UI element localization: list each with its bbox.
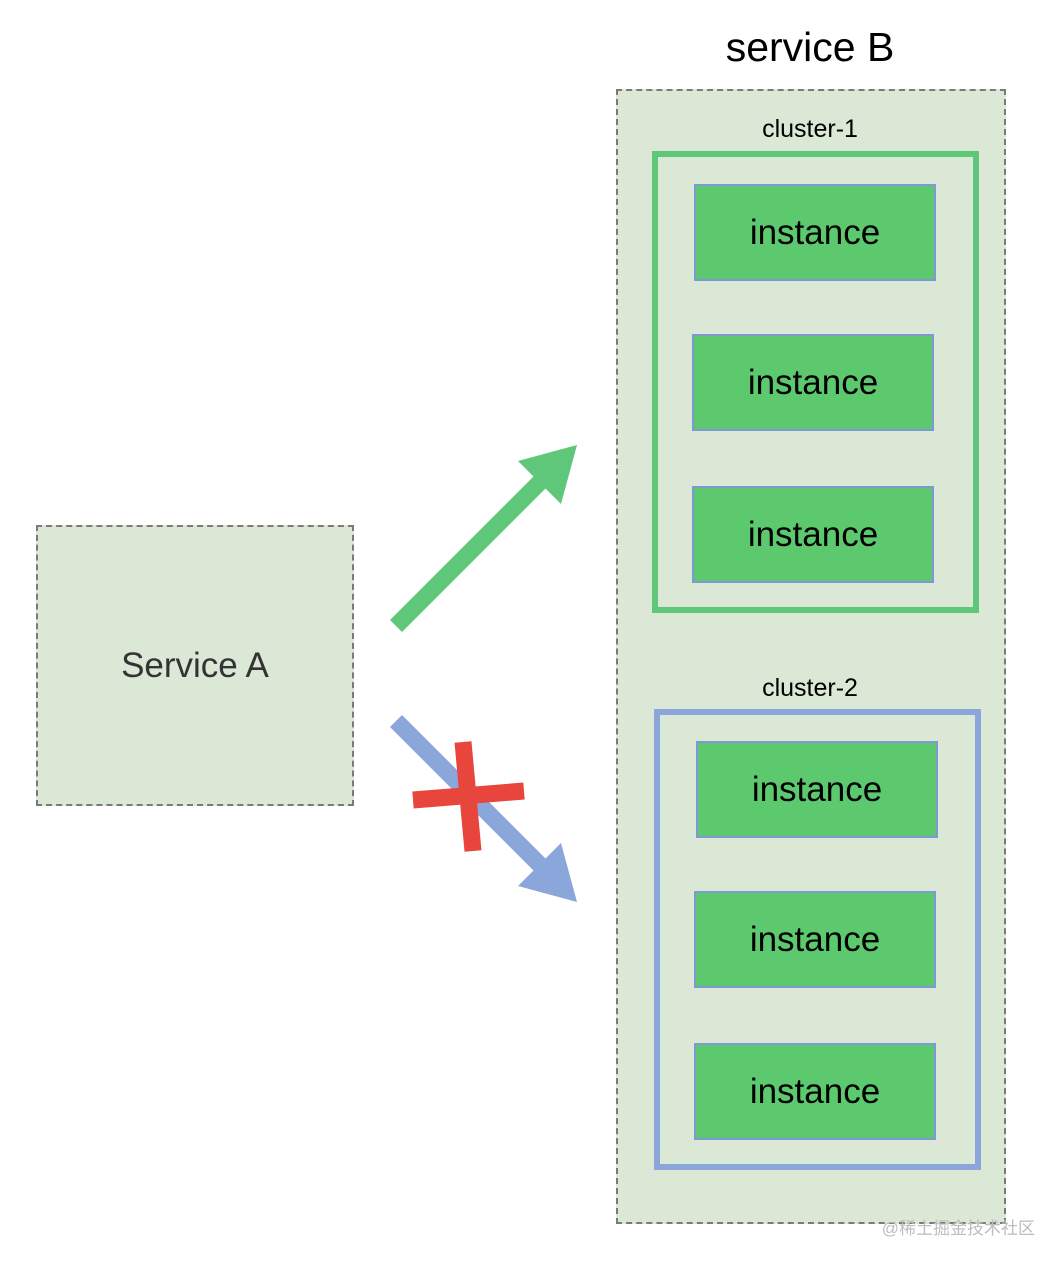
- cluster-2-instance-2: instance: [694, 891, 936, 988]
- service-a-label: Service A: [121, 645, 269, 685]
- cluster-1-instance-2: instance: [692, 334, 934, 431]
- arrow-head: [518, 843, 577, 902]
- cluster-1-instance-1: instance: [694, 184, 936, 281]
- instance-label: instance: [751, 769, 883, 809]
- instance-label: instance: [747, 514, 879, 554]
- cluster-2-instance-1: instance: [696, 741, 938, 838]
- instance-label: instance: [747, 362, 879, 402]
- cluster-2-label: cluster-2: [762, 674, 858, 702]
- arrow-head: [518, 445, 577, 504]
- arrow-shaft: [389, 475, 547, 633]
- cluster-1-label: cluster-1: [762, 115, 858, 143]
- x-cross-icon: [412, 741, 525, 852]
- cluster-2-instance-3: instance: [694, 1043, 936, 1140]
- service-b-title: service B: [725, 24, 895, 70]
- arrow-to-cluster-2: [389, 714, 577, 902]
- instance-label: instance: [749, 212, 881, 252]
- instance-label: instance: [749, 919, 881, 959]
- arrow-to-cluster-1: [389, 445, 577, 633]
- instance-label: instance: [749, 1071, 881, 1111]
- service-a-box: Service A: [36, 525, 354, 806]
- watermark: @稀土掘金技术社区: [881, 1219, 1035, 1238]
- cluster-1-box: [652, 151, 979, 613]
- cluster-2-box: [654, 709, 981, 1170]
- cluster-1-instance-3: instance: [692, 486, 934, 583]
